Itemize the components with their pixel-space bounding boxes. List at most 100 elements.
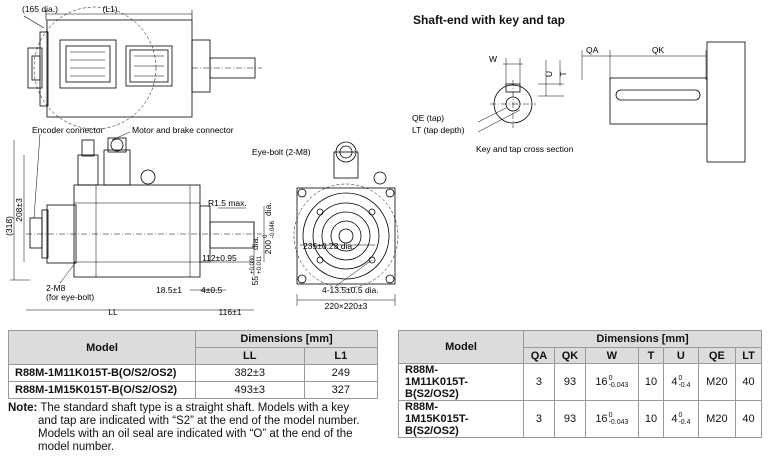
table2-model-cell: R88M-1M15K015T-B(S2/OS2) <box>398 400 524 438</box>
u-lower: -0.4 <box>678 419 691 426</box>
label-for-eye-bolt: (for eye-bolt) <box>46 292 94 302</box>
label-112: 112±0.95 <box>202 253 237 263</box>
label-200-tol-lower: -0.046 <box>270 220 276 238</box>
model-line: 1M15K015T-B(S2/OS2) <box>405 413 469 437</box>
u-value: 4 <box>671 412 678 425</box>
note-line: Models with an oil seal are indicated wi… <box>38 428 353 440</box>
label-200-value: 200 <box>263 240 273 254</box>
w-lower: -0.043 <box>608 419 629 426</box>
label-lt: LT (tap depth) <box>412 125 465 135</box>
model-line: 1M11K015T-B(S2/OS2) <box>405 376 468 400</box>
table2-qa-cell: 3 <box>523 363 555 401</box>
label-holes: 4-13.5±0.5 dia. <box>322 285 379 295</box>
table2-t-cell: 10 <box>637 400 665 438</box>
dimensions-table-2: Model Dimensions [mm] QA QK W T U QE LT … <box>398 330 762 438</box>
label-qk: QK <box>652 45 665 55</box>
label-qa: QA <box>586 45 599 55</box>
table1-col-l1: L1 <box>303 347 379 365</box>
label-55-tol-upper: +0.030 <box>250 255 256 274</box>
label-qe: QE (tap) <box>412 113 444 123</box>
note-label: Note: <box>8 402 38 414</box>
table2-qk-cell: 93 <box>553 363 586 401</box>
label-220-square: 220×220±3 <box>325 301 368 311</box>
table2-qe-cell: M20 <box>697 400 737 438</box>
label-r15: R1.5 max. <box>208 198 247 208</box>
label-116: 116±1 <box>219 307 242 317</box>
label-4: 4±0.5 <box>201 285 222 295</box>
label-208: 208±3 <box>14 198 24 222</box>
table2-col-qk: QK <box>553 347 586 364</box>
u-value: 4 <box>671 375 678 388</box>
table2-qk-cell: 93 <box>553 400 586 438</box>
motor-drawing: (165 dia.) (L1) Encoder connector Motor … <box>4 4 746 317</box>
label-55-unit: dia. <box>250 236 260 250</box>
top-view <box>23 6 262 130</box>
w-upper: 0 <box>608 375 613 382</box>
table2-qe-cell: M20 <box>697 363 737 401</box>
note-line: and tap are indicated with “S2” at the e… <box>38 415 360 427</box>
u-lower: -0.4 <box>678 382 691 389</box>
label-ll: LL <box>108 307 118 317</box>
table2-lt-cell: 40 <box>735 400 762 438</box>
label-key-tap-cross-section: Key and tap cross section <box>476 144 574 154</box>
table1-ll-cell: 493±3 <box>195 381 305 399</box>
label-w: W <box>489 54 497 64</box>
label-motor-brake-connector: Motor and brake connector <box>132 125 234 135</box>
table2-dimensions-header: Dimensions [mm] <box>523 330 762 348</box>
table2-t-cell: 10 <box>637 363 665 401</box>
label-165-dia: (165 dia.) <box>22 4 58 14</box>
w-value: 16 <box>595 375 608 388</box>
model-line: R88M- <box>405 401 439 413</box>
label-55-value: 55 <box>250 276 260 286</box>
label-55-dia: 55 +0.030 +0.011 dia. <box>250 236 263 285</box>
note-text: Note: The standard shaft type is a strai… <box>8 402 378 454</box>
table1-dimensions-header: Dimensions [mm] <box>195 330 378 348</box>
label-200-unit: dia. <box>263 202 273 216</box>
label-200-tol-upper: 0 <box>263 234 269 238</box>
table1-model-cell: R88M-1M11K015T-B(O/S2/OS2) <box>8 364 196 382</box>
flange-view <box>293 141 399 306</box>
shaft-end-view <box>477 41 746 163</box>
model-line: R88M- <box>405 364 439 376</box>
label-318: (318) <box>4 216 14 236</box>
w-lower: -0.043 <box>608 382 629 389</box>
table2-col-qe: QE <box>697 347 737 364</box>
table1-ll-cell: 382±3 <box>195 364 305 382</box>
u-upper: 0 <box>678 412 683 419</box>
table1-model-header: Model <box>8 330 196 365</box>
table2-lt-cell: 40 <box>735 363 762 401</box>
label-l1: (L1) <box>102 4 117 14</box>
label-u: U <box>544 71 554 77</box>
table2-col-w: W <box>584 347 639 364</box>
table2-qa-cell: 3 <box>523 400 555 438</box>
table-row: R88M-1M11K015T-B(O/S2/OS2) 382±3 249 <box>8 364 379 382</box>
label-eye-bolt: Eye-bolt (2-M8) <box>252 147 311 157</box>
w-upper: 0 <box>608 412 613 419</box>
w-value: 16 <box>595 412 608 425</box>
table1-col-ll: LL <box>195 347 305 365</box>
dimensions-table-1: Model Dimensions [mm] LL L1 R88M-1M11K01… <box>8 330 379 399</box>
label-encoder-connector: Encoder connector <box>32 125 104 135</box>
label-18-5: 18.5±1 <box>156 285 182 295</box>
side-view <box>10 131 265 311</box>
table2-col-lt: LT <box>735 347 762 364</box>
label-55-tol-lower: +0.011 <box>257 255 263 274</box>
table1-model-cell: R88M-1M15K015T-B(O/S2/OS2) <box>8 381 196 399</box>
table1-l1-cell: 327 <box>303 381 379 399</box>
label-pcd: 235±0.23 dia. <box>303 241 354 251</box>
table2-model-header: Model <box>398 330 524 364</box>
table2-col-t: T <box>637 347 665 364</box>
table2-col-u: U <box>663 347 699 364</box>
label-2-m8: 2-M8 <box>46 283 66 293</box>
note-line: The standard shaft type is a straight sh… <box>40 402 350 414</box>
label-t: T <box>558 71 568 76</box>
u-upper: 0 <box>678 375 683 382</box>
table-row: R88M-1M15K015T-B(O/S2/OS2) 493±3 327 <box>8 381 379 399</box>
table2-col-qa: QA <box>523 347 555 364</box>
